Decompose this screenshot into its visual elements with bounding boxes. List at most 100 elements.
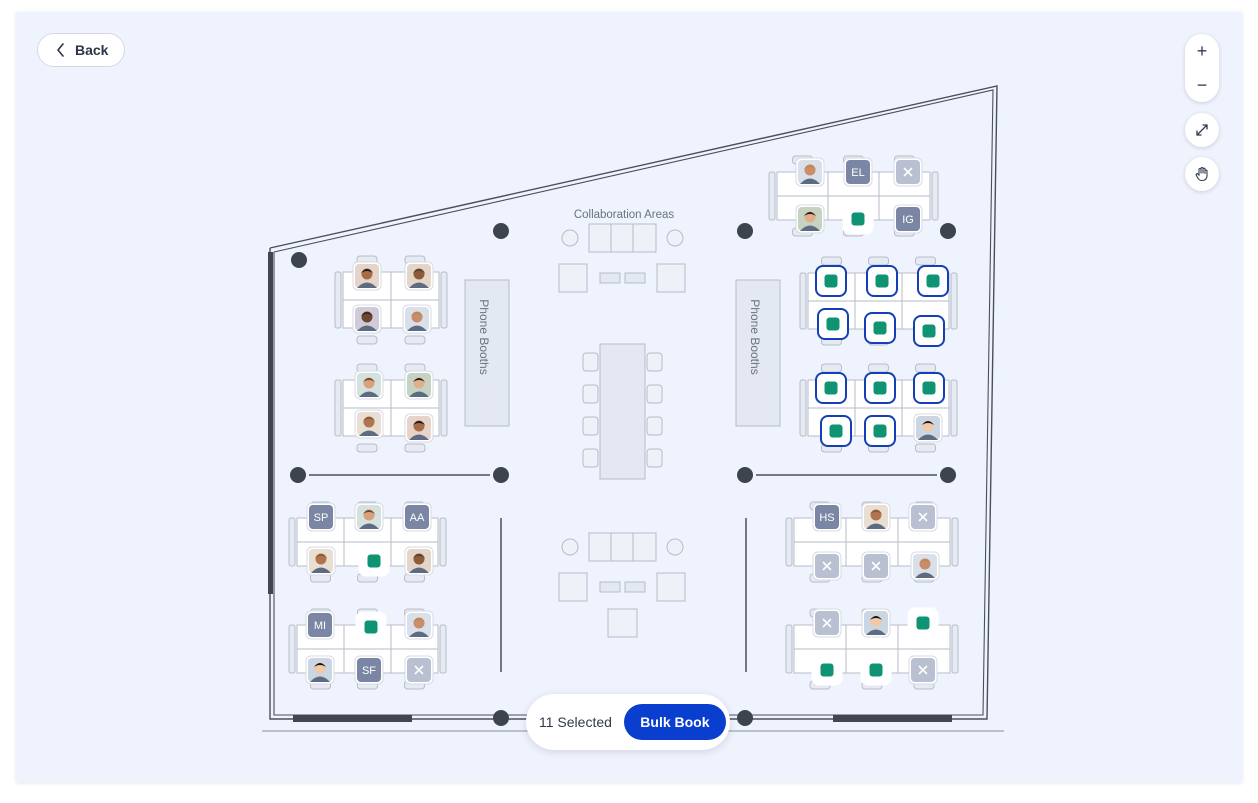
seat-initials[interactable]: AA [402,502,432,532]
conference-chair-r0 [646,352,663,372]
back-button-label: Back [75,42,109,58]
seat-selected[interactable] [820,415,852,447]
column-0 [291,252,307,268]
seat-initials-text: SF [362,665,376,677]
seat-unavailable[interactable] [812,608,842,638]
furniture [288,155,959,690]
phone-booths-label-left: Phone Booths [477,299,491,374]
seat-selected[interactable] [913,315,945,347]
seat-avatar[interactable] [404,261,434,291]
seat-unavailable[interactable] [812,551,842,581]
close-icon [822,618,832,628]
seat-selected[interactable] [864,312,896,344]
bulk-book-button[interactable]: Bulk Book [623,704,726,740]
seat-selected[interactable] [917,265,949,297]
seat-selected[interactable] [866,265,898,297]
seat-initials[interactable]: IG [893,204,923,234]
zoom-controls: + − [1185,34,1219,102]
seat-initials-text: HS [819,512,834,524]
seat-avatar[interactable] [404,413,434,443]
close-icon [871,561,881,571]
back-button[interactable]: Back [37,33,125,67]
seat-selected[interactable] [817,308,849,340]
seat-initials[interactable]: EL [843,157,873,187]
phone-booth-left [464,279,510,427]
zoom-in-button[interactable]: + [1196,40,1208,61]
seat-avatar[interactable] [306,546,336,576]
seat-avatar[interactable] [354,370,384,400]
seat-avatar[interactable] [861,608,891,638]
seat-initials-text: MI [314,620,326,632]
seat-unavailable[interactable] [861,551,891,581]
seat-initials[interactable]: SP [306,502,336,532]
conference-chair-l1 [582,384,599,404]
seat-markers: EL IG SP AA MI SF HS [305,157,949,686]
seat-available[interactable] [842,203,874,235]
column-3 [940,223,956,239]
close-icon [918,512,928,522]
seat-selected[interactable] [815,372,847,404]
seat-selected[interactable] [864,415,896,447]
column-4 [290,467,306,483]
seat-avatar[interactable] [795,157,825,187]
conference-chair-l0 [582,352,599,372]
seat-initials[interactable]: HS [812,502,842,532]
lounge-set-0 [558,223,686,293]
seat-avatar[interactable] [795,204,825,234]
selection-bar: 11 Selected Bulk Book [526,694,730,750]
conference-chair-r2 [646,416,663,436]
seat-available[interactable] [355,611,387,643]
column-2 [737,223,753,239]
conference-chair-l3 [582,448,599,468]
conference-table [599,343,646,480]
selected-count: 11 Selected [539,714,612,730]
seat-selected[interactable] [864,372,896,404]
phone-booth-right [735,279,781,427]
area-labels: Collaboration Areas Phone Booths Phone B… [477,209,762,375]
seat-available[interactable] [358,545,390,577]
window-strip-bottom-right [833,715,952,722]
seat-avatar[interactable] [305,655,335,685]
seat-available[interactable] [907,607,939,639]
conference-chair-r3 [646,448,663,468]
seat-initials-text: EL [851,167,864,179]
conference-chair-l2 [582,416,599,436]
seat-initials[interactable]: MI [305,610,335,640]
collaboration-area-label: Collaboration Areas [574,209,675,221]
seat-avatar[interactable] [354,409,384,439]
column-7 [940,467,956,483]
seat-available[interactable] [860,654,892,686]
seat-unavailable[interactable] [893,157,923,187]
seat-avatar[interactable] [354,502,384,532]
single-armchair [607,608,638,638]
seat-initials[interactable]: SF [354,655,384,685]
seat-avatar[interactable] [352,304,382,334]
phone-booths-label-right: Phone Booths [748,299,762,374]
seat-initials-text: AA [410,512,425,524]
seat-avatar[interactable] [861,502,891,532]
seat-selected[interactable] [913,372,945,404]
window-strip-bottom-left [293,715,412,722]
close-icon [918,665,928,675]
column-9 [737,710,753,726]
seat-selected[interactable] [815,265,847,297]
seat-unavailable[interactable] [908,655,938,685]
seat-avatar[interactable] [404,546,434,576]
expand-arrows-icon [1196,124,1208,136]
seat-avatar[interactable] [404,610,434,640]
seat-unavailable[interactable] [404,655,434,685]
seat-available[interactable] [811,654,843,686]
pan-mode-button[interactable] [1185,157,1219,191]
hand-icon [1195,166,1208,182]
seat-avatar[interactable] [404,370,434,400]
seat-initials-text: SP [314,512,329,524]
conference-chair-r1 [646,384,663,404]
seat-avatar[interactable] [402,304,432,334]
fit-to-screen-button[interactable] [1185,113,1219,147]
seat-avatar[interactable] [352,261,382,291]
seat-unavailable[interactable] [908,502,938,532]
zoom-out-button[interactable]: − [1196,74,1208,95]
seat-avatar[interactable] [910,551,940,581]
seat-avatar[interactable] [913,413,943,443]
